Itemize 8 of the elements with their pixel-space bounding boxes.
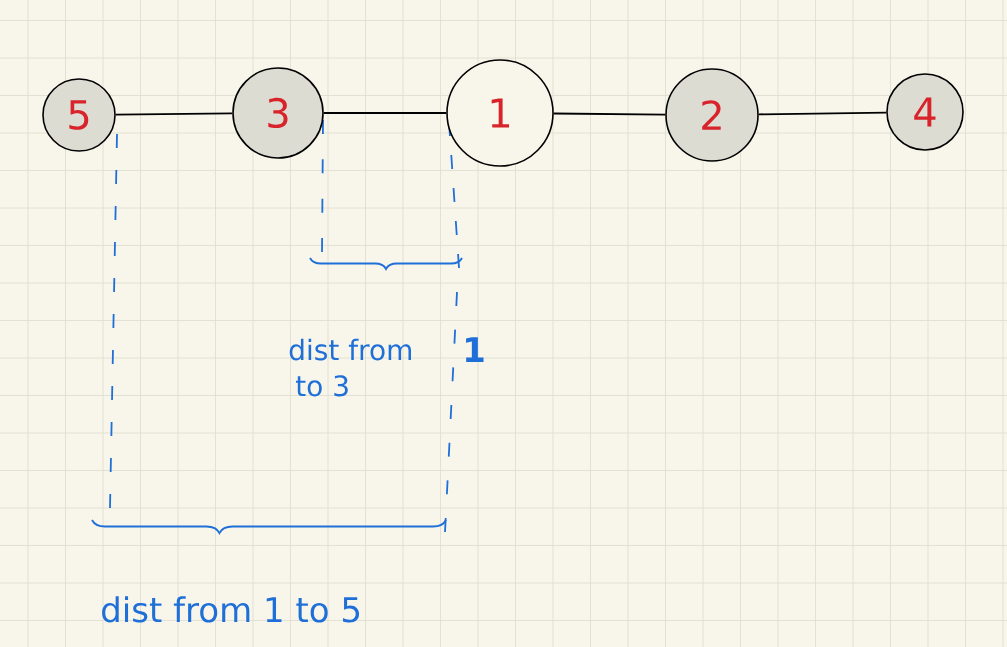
annotation-text: 1 xyxy=(466,337,484,362)
annotation-text: to 3 xyxy=(295,375,348,397)
connector-line xyxy=(552,112,667,116)
annotation-text: dist from 1 to 5 xyxy=(102,596,360,623)
connector-line xyxy=(322,112,448,114)
connector-line xyxy=(114,112,234,116)
connector-line xyxy=(757,111,888,116)
annotation-text: dist from xyxy=(289,338,411,361)
